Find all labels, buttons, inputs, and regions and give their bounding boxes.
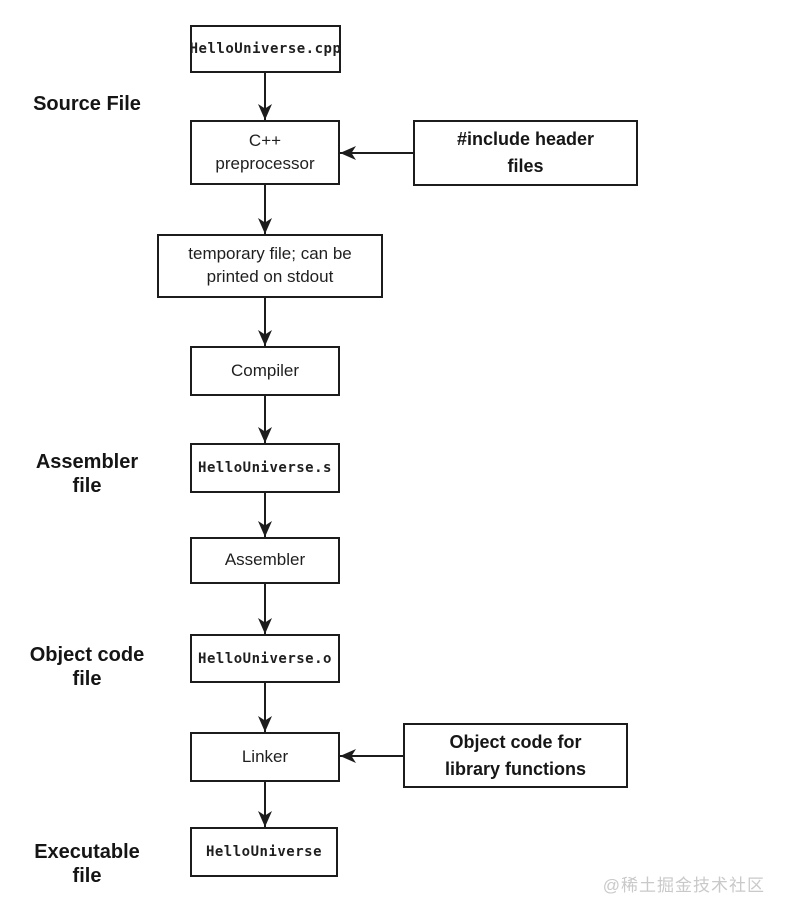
node-source-file: HelloUniverse.cpp [190,25,341,73]
node-temporary-file: temporary file; can be printed on stdout [157,234,383,298]
node-compiler: Compiler [190,346,340,396]
stage-label-assembler-file: Assembler file [35,451,139,497]
node-include-headers: #include header files [413,120,638,186]
watermark: @稀土掘金技术社区 [602,876,765,895]
node-assembler: Assembler [190,537,340,584]
stage-label-source-file: Source File [33,93,141,115]
node-object-file: HelloUniverse.o [190,634,340,683]
node-executable: HelloUniverse [190,827,338,877]
stage-label-executable-file: Executable file [34,841,140,887]
node-library-objects: Object code for library functions [403,723,628,788]
stage-label-object-code-file: Object code file [29,644,145,690]
node-linker: Linker [190,732,340,782]
node-assembly-file: HelloUniverse.s [190,443,340,493]
node-cpp-preprocessor: C++ preprocessor [190,120,340,185]
